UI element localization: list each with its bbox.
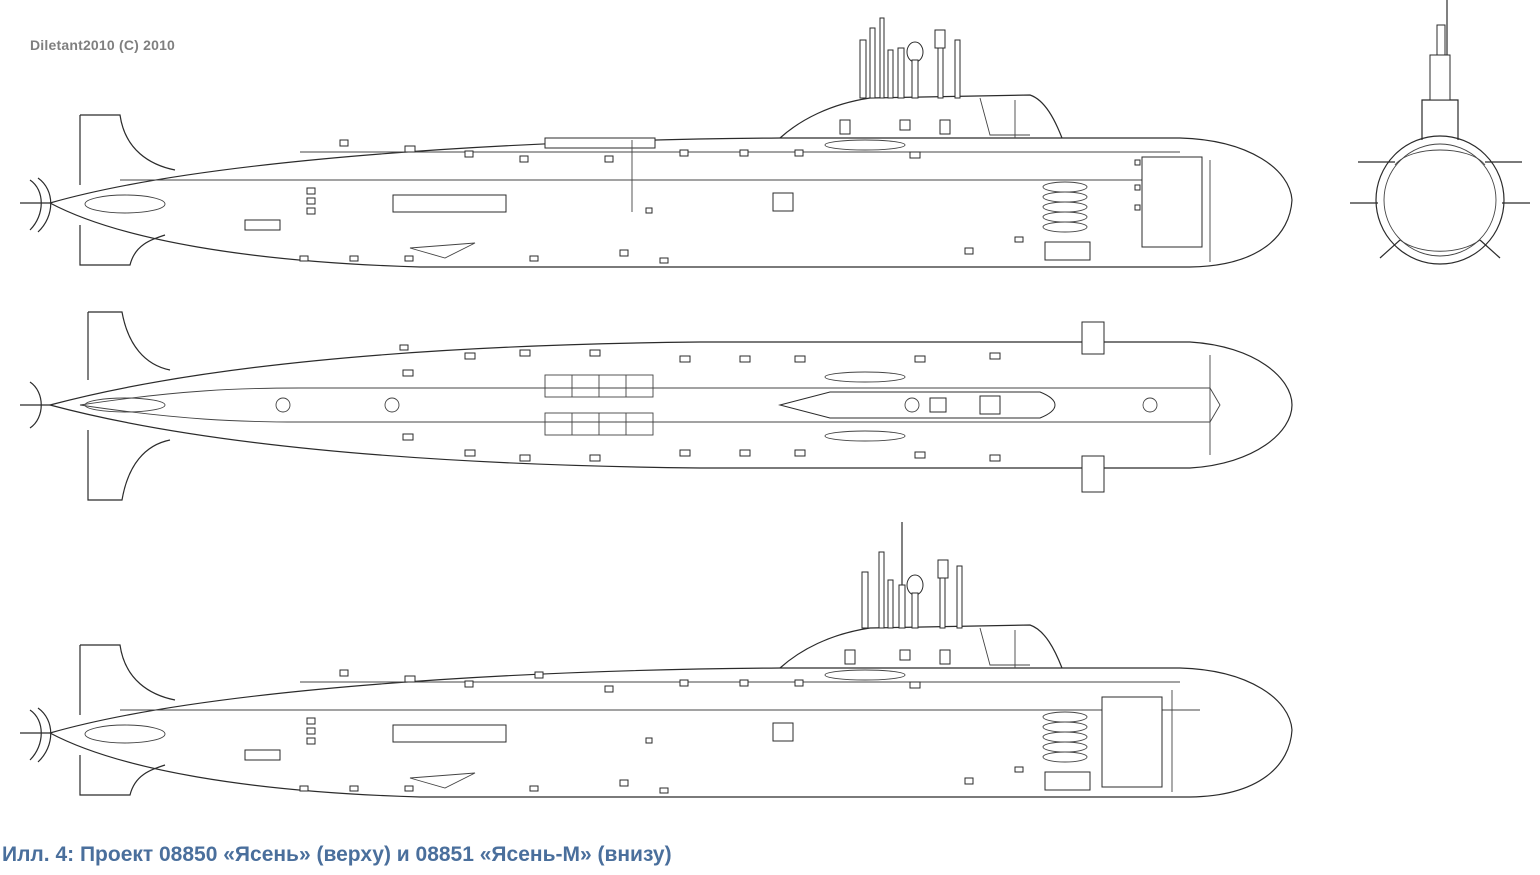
top-plan-view: [20, 311, 1293, 501]
author-credit: Diletant2010 (C) 2010: [30, 37, 176, 53]
side-profile-bottom: [20, 522, 1293, 798]
front-section: [1350, 0, 1530, 265]
side-profile-top: [20, 17, 1293, 268]
figure-caption: Илл. 4: Проект 08850 «Ясень» (верху) и 0…: [2, 843, 672, 866]
